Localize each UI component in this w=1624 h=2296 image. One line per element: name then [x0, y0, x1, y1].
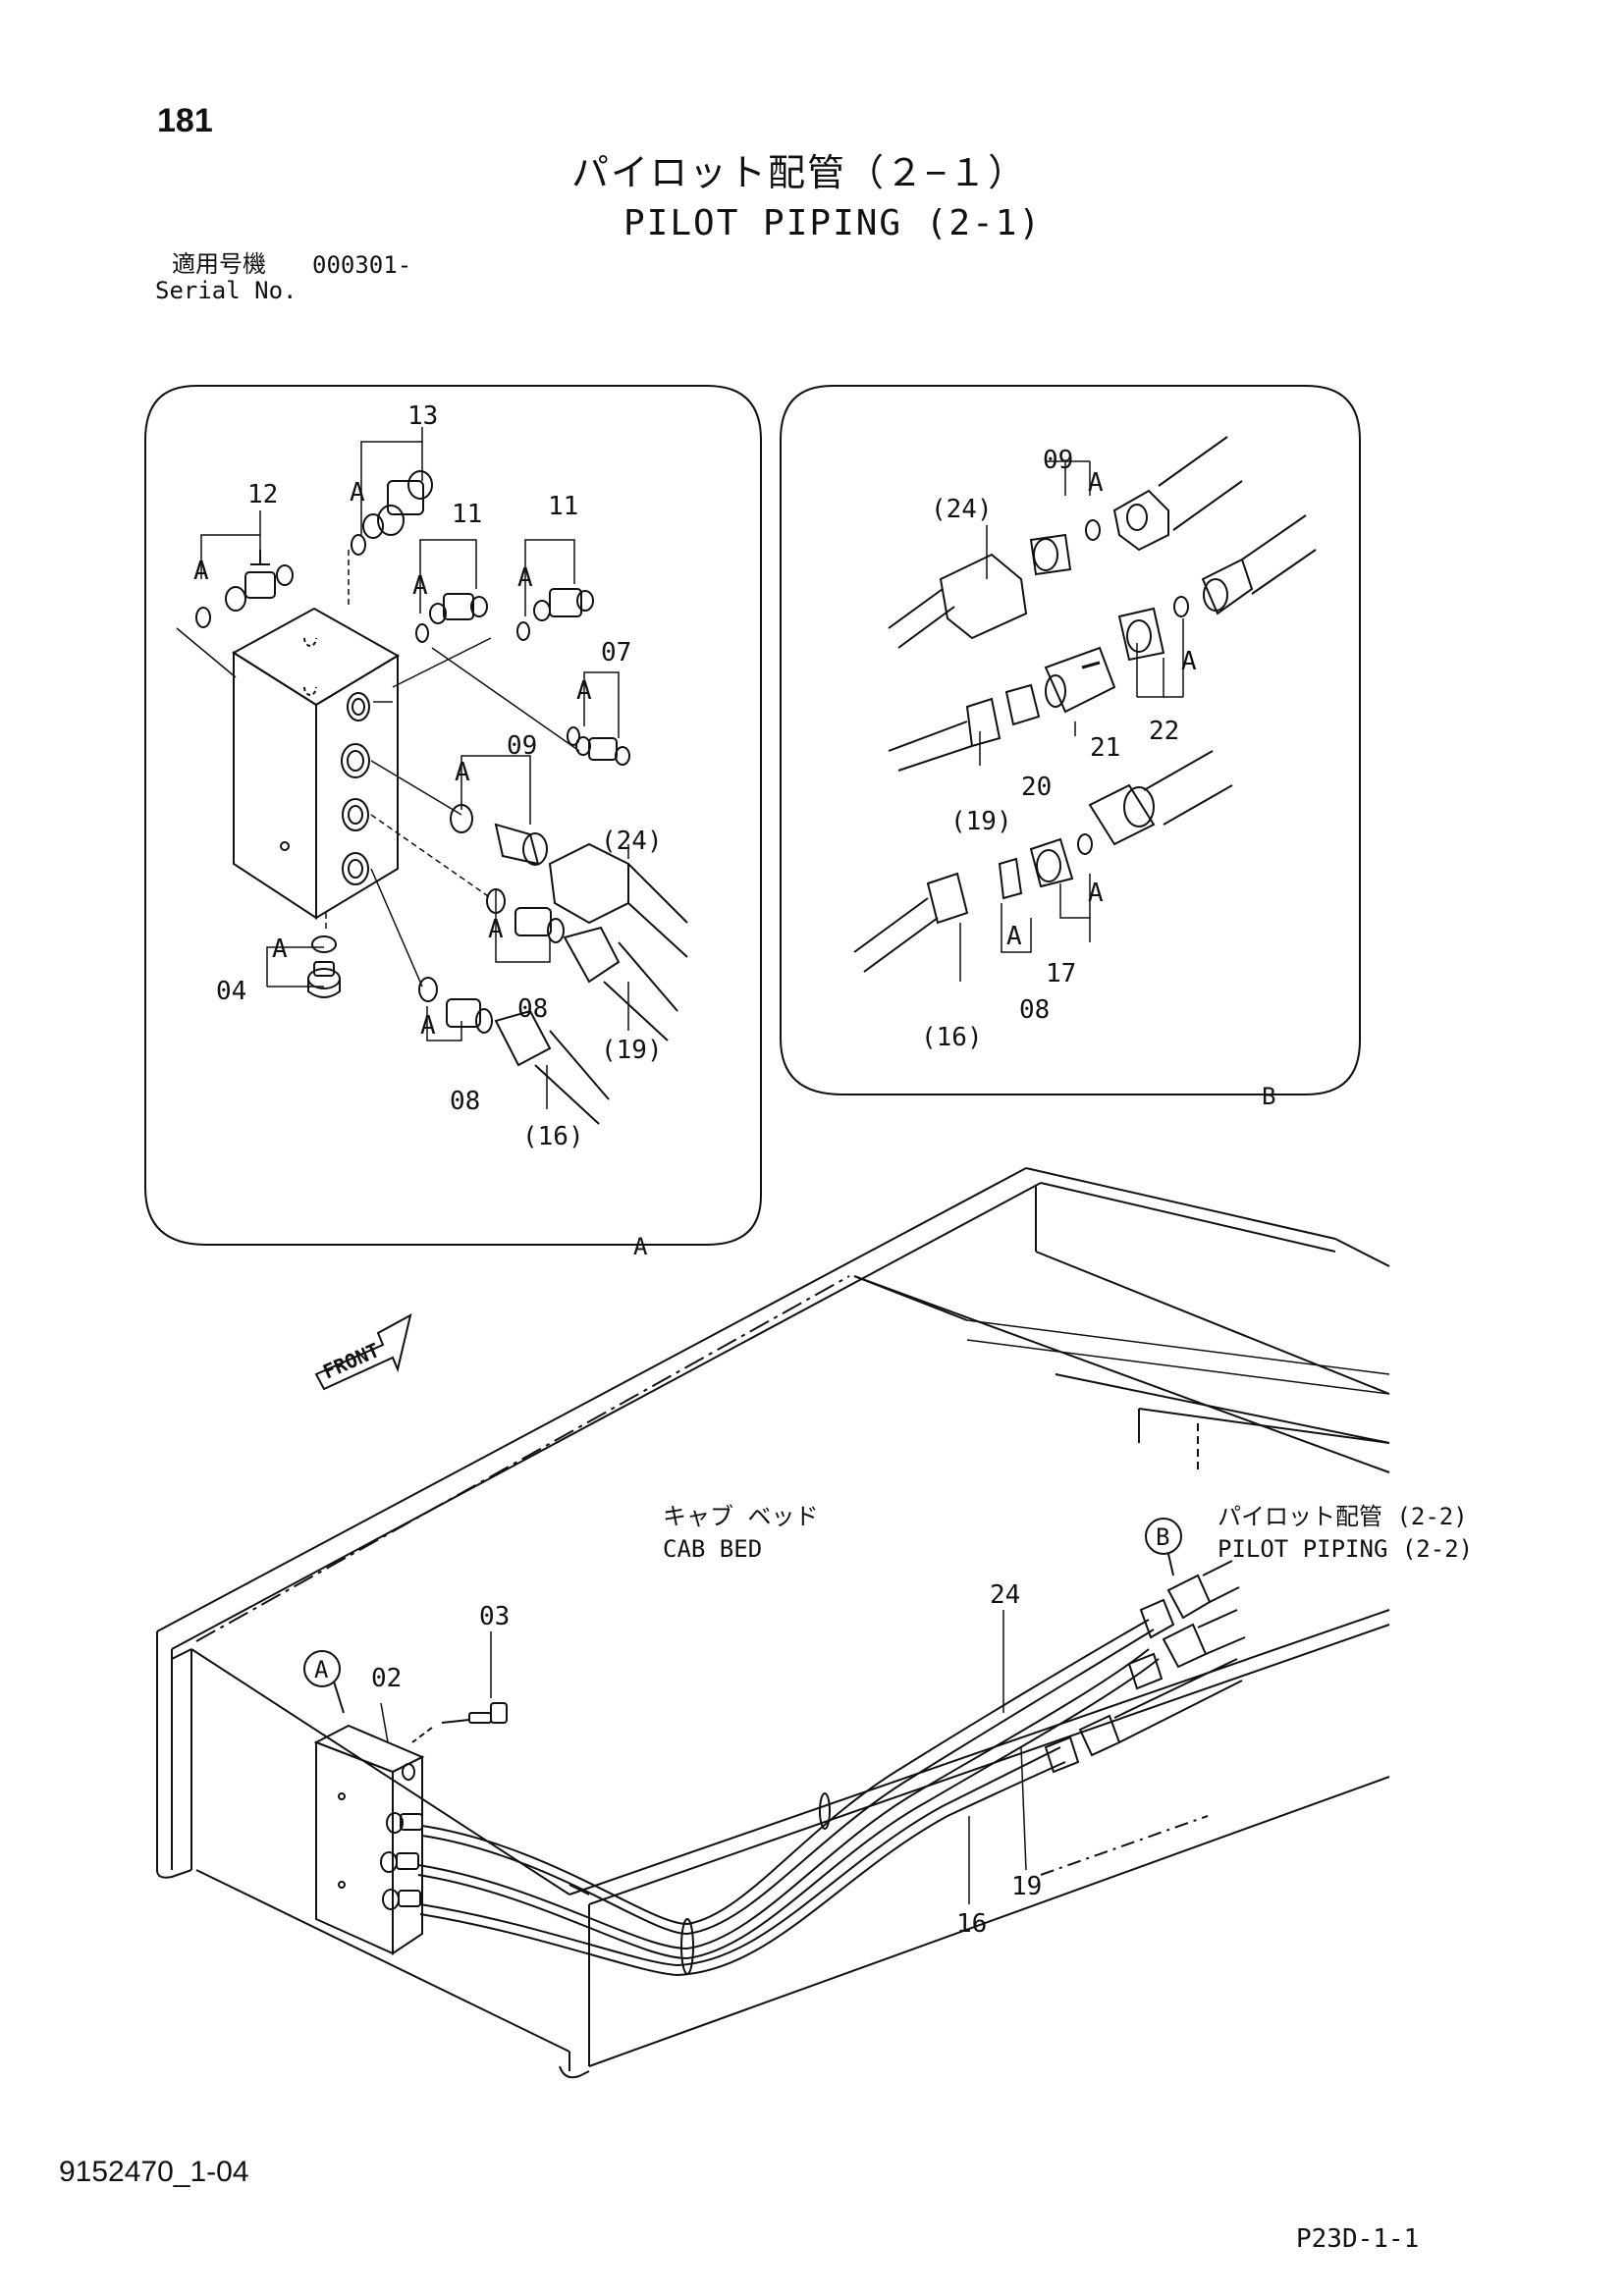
- hose-bundle: [417, 1619, 1160, 1977]
- callout-09: 09: [1043, 446, 1073, 475]
- callout-21: 21: [1090, 733, 1120, 763]
- fitting-09: [494, 823, 548, 866]
- callout-24: (24): [931, 495, 993, 524]
- fitting-08-upper: [514, 907, 565, 943]
- page-title-english: PILOT PIPING (2-1): [623, 203, 1043, 243]
- fitting-12: [225, 550, 294, 612]
- detail-b-ref-label: B: [1262, 1083, 1275, 1110]
- detail-b-callouts: 09 (24) 21 22 20 (19) 08 17 (16) A A A A: [921, 446, 1197, 1052]
- o-ring-label: A: [576, 676, 592, 706]
- callout-16: (16): [522, 1122, 584, 1151]
- callout-11-left: 11: [452, 500, 482, 529]
- detail-a-callout-brackets: [200, 427, 629, 1109]
- callout-09: 09: [507, 731, 537, 761]
- cab-bed-label-english: CAB BED: [663, 1535, 762, 1563]
- callout-03: 03: [479, 1602, 510, 1631]
- valve-block: [232, 607, 400, 920]
- marker-b: B: [1145, 1518, 1182, 1576]
- o-ring-label: A: [1006, 922, 1022, 951]
- fitting-13: [362, 470, 433, 539]
- valve-block-installed: [313, 1724, 425, 1955]
- fitting-11-left: [429, 593, 488, 624]
- main-labels: キャブ ベッド CAB BED パイロット配管 (2-2) PILOT PIPI…: [371, 1503, 1473, 1939]
- callout-19: 19: [1011, 1872, 1042, 1901]
- block-fittings: [380, 1812, 423, 1910]
- callout-08-upper: 08: [517, 994, 548, 1024]
- detail-a-ref-label: A: [633, 1233, 648, 1260]
- detail-a-panel: A: [144, 385, 762, 1260]
- callout-04: 04: [216, 977, 246, 1006]
- callout-17: 17: [1046, 959, 1076, 988]
- callout-13: 13: [407, 401, 438, 431]
- link-label-english: PILOT PIPING (2-2): [1218, 1535, 1473, 1563]
- callout-02: 02: [371, 1664, 402, 1693]
- serial-number-value: 000301-: [312, 251, 412, 279]
- callout-07: 07: [601, 638, 631, 667]
- quick-couplers: [1044, 1560, 1246, 1774]
- page-code: P23D-1-1: [1296, 2224, 1420, 2254]
- fitting-07: [575, 736, 630, 766]
- o-ring-label: A: [1088, 879, 1104, 908]
- hose-19-end: [563, 926, 678, 1041]
- callout-16: 16: [956, 1909, 987, 1939]
- o-ring-label: A: [488, 915, 504, 944]
- marker-a-label: A: [314, 1656, 329, 1683]
- o-ring-label: A: [350, 478, 365, 507]
- page-number: 181: [157, 102, 213, 139]
- bolt-03: [411, 1702, 508, 1743]
- o-rings: [195, 534, 580, 1002]
- serial-label-japanese: 適用号機: [172, 251, 266, 278]
- detail-b-panel: B: [780, 385, 1361, 1110]
- o-ring-label: A: [455, 758, 470, 787]
- marker-a: A: [303, 1650, 345, 1714]
- o-ring-label: A: [272, 934, 288, 964]
- detail-b-callout-brackets: [959, 460, 1184, 982]
- callout-12: 12: [247, 480, 278, 509]
- plug-04: [307, 961, 341, 998]
- serial-label-english: Serial No.: [155, 277, 298, 304]
- detail-b-hoses: [853, 436, 1317, 973]
- o-ring-label: A: [1181, 647, 1197, 676]
- callout-24: 24: [990, 1580, 1020, 1610]
- callout-19: (19): [950, 807, 1012, 836]
- hose-24-end: [548, 842, 688, 958]
- o-ring-label: A: [1088, 468, 1104, 498]
- marker-b-label: B: [1156, 1523, 1169, 1551]
- fitting-08-lower: [446, 998, 493, 1034]
- o-ring-label: A: [412, 571, 428, 601]
- o-ring-label: A: [517, 563, 533, 593]
- detail-a-leader-lines: [176, 550, 580, 988]
- page-title-japanese: パイロット配管（２−１）: [571, 153, 1028, 194]
- cab-bed-assembly: FRONT A B キャブ ベッド CAB BED パイロット配管 (2-2) …: [156, 1167, 1473, 2079]
- main-callout-leaders: [380, 1610, 1027, 1904]
- o-ring-label: A: [193, 557, 209, 586]
- fitting-11-right: [533, 588, 594, 621]
- callout-19: (19): [601, 1036, 663, 1065]
- hose-16-end: [494, 1009, 610, 1125]
- cab-bed-label-japanese: キャブ ベッド: [663, 1503, 818, 1530]
- callout-16: (16): [921, 1023, 983, 1052]
- front-arrow: FRONT: [314, 1313, 412, 1391]
- link-label-japanese: パイロット配管 (2-2): [1218, 1503, 1468, 1530]
- callout-08-lower: 08: [450, 1087, 480, 1116]
- callout-08: 08: [1019, 995, 1050, 1025]
- callout-22: 22: [1149, 717, 1179, 746]
- document-code: 9152470_1-04: [59, 2156, 249, 2188]
- callout-24: (24): [601, 827, 663, 856]
- callout-20: 20: [1021, 773, 1052, 802]
- callout-11-right: 11: [548, 492, 578, 521]
- o-ring-label: A: [420, 1011, 436, 1041]
- detail-a-callouts: 12 13 11 11 07 09 (24) 08 (19) 04 08 (16…: [193, 401, 663, 1151]
